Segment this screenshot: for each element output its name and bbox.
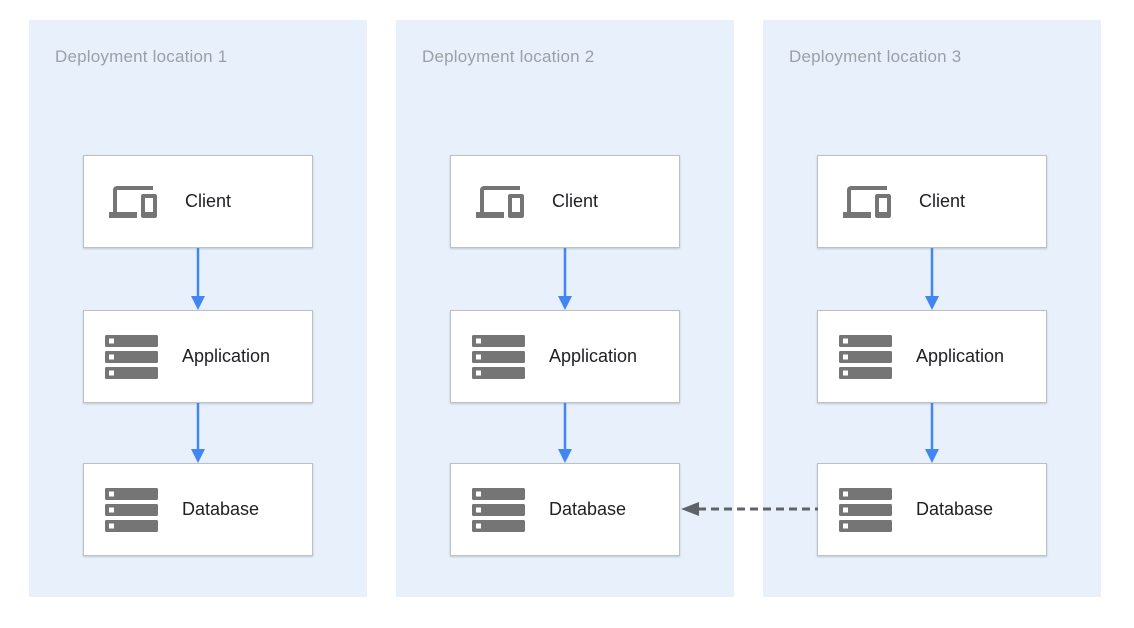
flow-arrow-application-to-database — [558, 403, 572, 463]
node-database: Database — [817, 463, 1047, 556]
node-label: Application — [549, 346, 638, 366]
panel-title: Deployment location 3 — [789, 47, 962, 66]
panel-title: Deployment location 2 — [422, 47, 595, 66]
deployment-panel-3: Deployment location 3 Client Application… — [763, 20, 1101, 597]
node-label: Application — [916, 346, 1005, 366]
flow-arrow-application-to-database — [191, 403, 205, 463]
server-stack-icon — [839, 334, 892, 379]
devices-icon — [839, 178, 895, 226]
node-label: Client — [185, 191, 232, 211]
flow-arrow-client-to-application — [191, 248, 205, 310]
devices-icon — [105, 178, 161, 226]
deployment-panel-2: Deployment location 2 Client Application… — [396, 20, 734, 597]
server-stack-icon — [105, 487, 158, 532]
node-label: Database — [916, 499, 994, 519]
node-application: Application — [817, 310, 1047, 403]
node-label: Database — [182, 499, 260, 519]
devices-icon — [472, 178, 528, 226]
node-label: Client — [919, 191, 966, 211]
deployment-panel-1: Deployment location 1 Client Application… — [29, 20, 367, 597]
server-stack-icon — [472, 487, 525, 532]
replication-arrow-db3-to-db2 — [681, 501, 818, 517]
node-client: Client — [817, 155, 1047, 248]
node-database: Database — [83, 463, 313, 556]
node-label: Database — [549, 499, 627, 519]
server-stack-icon — [472, 334, 525, 379]
node-application: Application — [450, 310, 680, 403]
panel-title: Deployment location 1 — [55, 47, 228, 66]
node-application: Application — [83, 310, 313, 403]
server-stack-icon — [105, 334, 158, 379]
flow-arrow-client-to-application — [558, 248, 572, 310]
node-label: Client — [552, 191, 599, 211]
node-label: Application — [182, 346, 271, 366]
server-stack-icon — [839, 487, 892, 532]
flow-arrow-application-to-database — [925, 403, 939, 463]
node-client: Client — [450, 155, 680, 248]
node-client: Client — [83, 155, 313, 248]
node-database: Database — [450, 463, 680, 556]
flow-arrow-client-to-application — [925, 248, 939, 310]
